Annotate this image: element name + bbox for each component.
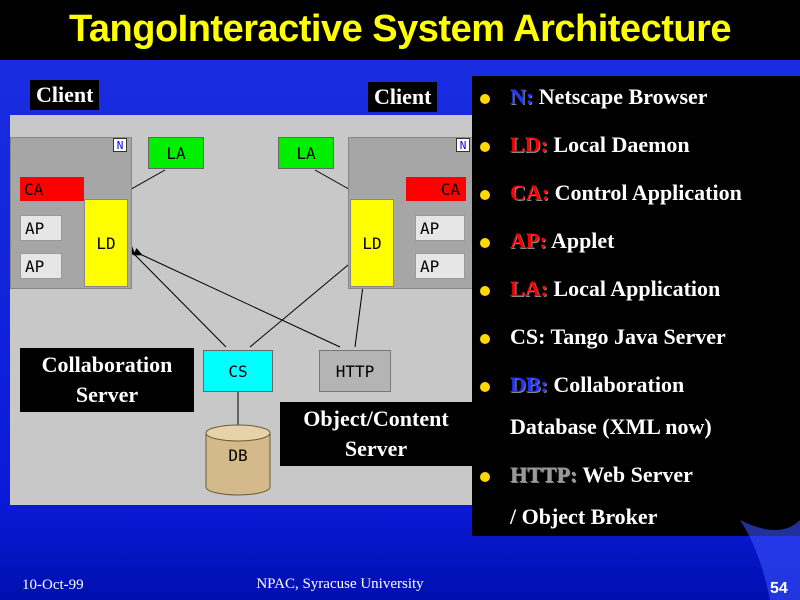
legend-panel: N: Netscape Browser LD: Local Daemon CA:…	[472, 76, 800, 536]
legend-text: Collaboration	[547, 372, 685, 397]
page-title: TangoInteractive System Architecture	[69, 8, 732, 50]
bullet-icon	[480, 190, 490, 200]
client-left-label: Client	[30, 80, 100, 110]
ap-right-1-box: AP	[415, 215, 465, 241]
la-right-box: LA	[278, 137, 334, 169]
client-right-label: Client	[368, 82, 438, 112]
collab-server-line-1: Collaboration	[41, 352, 173, 377]
ap-left-1-box: AP	[20, 215, 62, 241]
legend-abbr: CA:	[510, 180, 550, 205]
ca-right-box: CA	[406, 177, 466, 201]
bullet-icon	[480, 286, 490, 296]
ap-left-2-box: AP	[20, 253, 62, 279]
db-label: DB	[228, 445, 248, 465]
legend-abbr: AP:	[510, 228, 547, 253]
bullet-icon	[480, 472, 490, 482]
collab-server-line-2: Server	[75, 382, 139, 407]
bullet-icon	[480, 382, 490, 392]
architecture-diagram: N CA AP AP LD LA N CA AP AP LD LA CS HTT…	[10, 115, 474, 505]
ld-right-cs-link	[249, 246, 369, 348]
cs-box: CS	[203, 350, 273, 392]
legend-text-2: / Object Broker	[510, 504, 658, 529]
bullet-icon	[480, 238, 490, 248]
legend-text: Local Application	[547, 276, 721, 301]
ld-left-cs-link	[126, 246, 227, 348]
footer-org: NPAC, Syracuse University	[256, 576, 424, 592]
legend-text: Applet	[546, 228, 615, 253]
legend-abbr: LD:	[510, 132, 548, 157]
object-server-line-1: Object/Content	[303, 406, 449, 431]
legend-text: Netscape Browser	[533, 84, 708, 109]
object-content-server-label: Object/Content Server	[280, 402, 472, 466]
http-box: HTTP	[319, 350, 391, 392]
legend-text-2: Database (XML now)	[510, 414, 712, 439]
bullet-icon	[480, 142, 490, 152]
footer-date: 10-Oct-99	[22, 577, 84, 593]
ld-left-box: LD	[84, 199, 128, 287]
ld-left-http-link	[133, 248, 341, 348]
collaboration-server-label: Collaboration Server	[20, 348, 194, 412]
object-server-line-2: Server	[344, 436, 408, 461]
legend-text: CS: Tango Java Server	[510, 324, 726, 349]
legend-abbr: HTTP:	[510, 462, 578, 487]
legend-text: Local Daemon	[547, 132, 690, 157]
ld-right-box: LD	[350, 199, 394, 287]
n-right-box: N	[456, 138, 470, 152]
n-left-box: N	[113, 138, 127, 152]
ap-right-2-box: AP	[415, 253, 465, 279]
legend-abbr: LA:	[510, 276, 548, 301]
ca-left-box: CA	[20, 177, 84, 201]
db-cylinder	[205, 424, 271, 496]
legend-abbr: N:	[510, 84, 534, 109]
page-number: 54	[770, 580, 788, 597]
legend-text: Control Application	[549, 180, 742, 205]
legend-abbr: DB:	[510, 372, 548, 397]
legend-text: Web Server	[577, 462, 693, 487]
la-left-box: LA	[148, 137, 204, 169]
bullet-icon	[480, 334, 490, 344]
corner-swoosh	[740, 520, 800, 600]
bullet-icon	[480, 94, 490, 104]
